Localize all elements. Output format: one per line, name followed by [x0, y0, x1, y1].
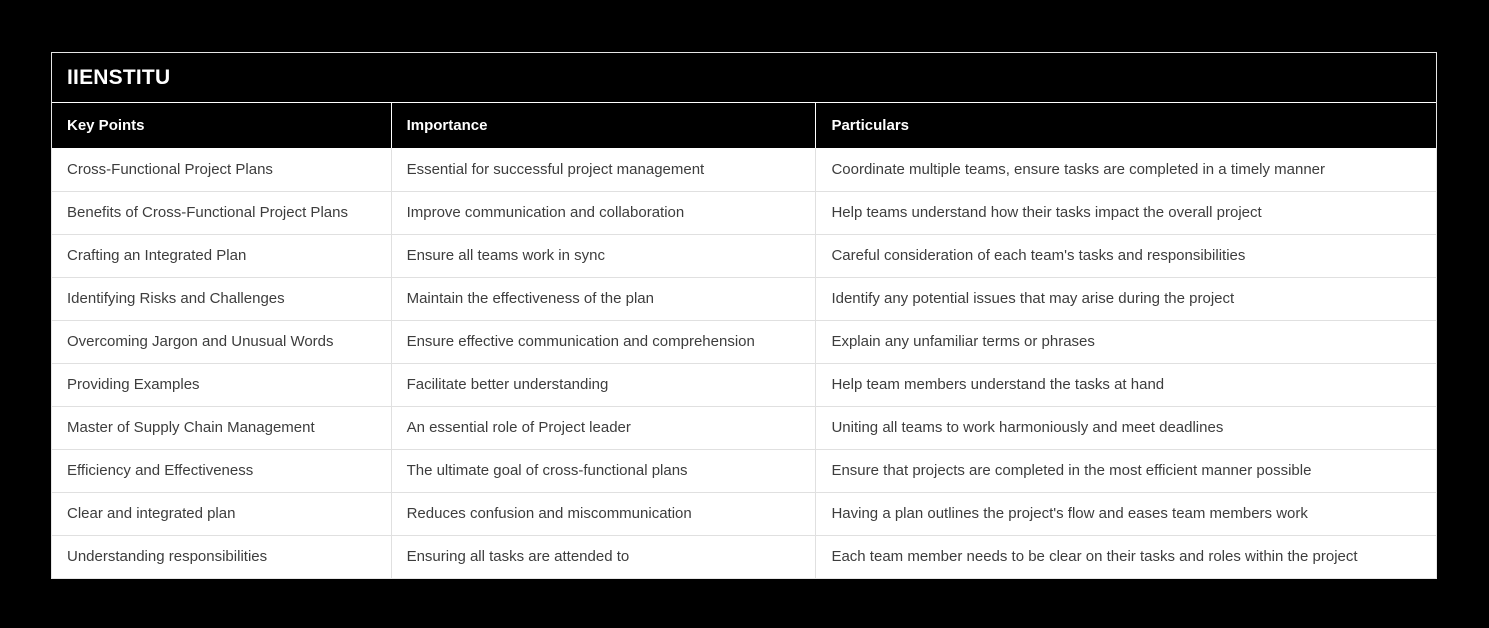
table-cell: Identifying Risks and Challenges	[52, 276, 392, 320]
info-table: IIENSTITU Key Points Importance Particul…	[51, 52, 1437, 579]
table-cell: Maintain the effectiveness of the plan	[390, 276, 816, 320]
key-points-table: Key Points Importance Particulars Cross-…	[52, 103, 1436, 578]
table-cell: Efficiency and Effectiveness	[52, 448, 392, 492]
table-cell: Explain any unfamiliar terms or phrases	[815, 319, 1436, 363]
header-particulars: Particulars	[815, 103, 1436, 148]
table-cell: Having a plan outlines the project's flo…	[815, 491, 1436, 535]
table-cell: Coordinate multiple teams, ensure tasks …	[815, 148, 1436, 191]
table-cell: Facilitate better understanding	[390, 362, 816, 406]
table-cell: Each team member needs to be clear on th…	[815, 534, 1436, 578]
table-cell: Help team members understand the tasks a…	[815, 362, 1436, 406]
table-cell: Ensure that projects are completed in th…	[815, 448, 1436, 492]
table-row: Benefits of Cross-Functional Project Pla…	[52, 190, 1436, 234]
header-key-points: Key Points	[52, 103, 392, 148]
header-importance: Importance	[390, 103, 816, 148]
table-cell: Careful consideration of each team's tas…	[815, 233, 1436, 277]
table-title: IIENSTITU	[52, 53, 1436, 103]
table-cell: The ultimate goal of cross-functional pl…	[390, 448, 816, 492]
table-cell: Ensure effective communication and compr…	[390, 319, 816, 363]
table-cell: Help teams understand how their tasks im…	[815, 190, 1436, 234]
table-cell: Cross-Functional Project Plans	[52, 148, 392, 191]
table-cell: Master of Supply Chain Management	[52, 405, 392, 449]
table-cell: Overcoming Jargon and Unusual Words	[52, 319, 392, 363]
table-cell: Providing Examples	[52, 362, 392, 406]
table-cell: Improve communication and collaboration	[390, 190, 816, 234]
table-cell: Essential for successful project managem…	[390, 148, 816, 191]
table-cell: Uniting all teams to work harmoniously a…	[815, 405, 1436, 449]
table-cell: Ensuring all tasks are attended to	[390, 534, 816, 578]
table-header: Key Points Importance Particulars	[52, 103, 1436, 148]
table-cell: Clear and integrated plan	[52, 491, 392, 535]
table-cell: Ensure all teams work in sync	[390, 233, 816, 277]
table-cell: Reduces confusion and miscommunication	[390, 491, 816, 535]
table-cell: Identify any potential issues that may a…	[815, 276, 1436, 320]
table-cell: Crafting an Integrated Plan	[52, 233, 392, 277]
table-cell: Benefits of Cross-Functional Project Pla…	[52, 190, 392, 234]
table-cell: Understanding responsibilities	[52, 534, 392, 578]
table-cell: An essential role of Project leader	[390, 405, 816, 449]
header-row: Key Points Importance Particulars	[52, 103, 1436, 148]
